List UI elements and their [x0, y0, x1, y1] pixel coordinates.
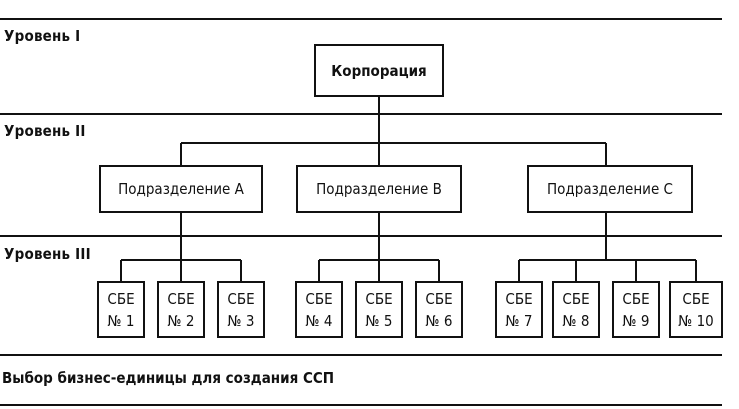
bottom-rule — [0, 404, 722, 406]
sbe-unit-label: СБЕ — [305, 289, 333, 308]
sbe-unit-number: № 5 — [365, 311, 393, 330]
division-a-box: Подразделение А — [99, 165, 263, 213]
sbe-unit-label: СБЕ — [425, 289, 453, 308]
sbe-unit-number: № 9 — [622, 311, 650, 330]
division-c-box: Подразделение С — [527, 165, 693, 213]
sbe-unit-number: № 6 — [425, 311, 453, 330]
level2-rule — [0, 113, 722, 115]
sbe-unit-8: СБЕ № 8 — [552, 281, 600, 338]
sbe-unit-label: СБЕ — [365, 289, 393, 308]
level-3-label: Уровень III — [4, 245, 91, 263]
sbe-unit-label: СБЕ — [682, 289, 710, 308]
level-2-label: Уровень II — [4, 122, 86, 140]
level-1-label: Уровень I — [4, 27, 81, 45]
sbe-unit-1: СБЕ № 1 — [97, 281, 145, 338]
sbe-unit-number: № 2 — [167, 311, 195, 330]
sbe-unit-10: СБЕ № 10 — [669, 281, 723, 338]
sbe-unit-label: СБЕ — [107, 289, 135, 308]
sbe-unit-number: № 7 — [505, 311, 533, 330]
level3-rule — [0, 235, 722, 237]
sbe-unit-3: СБЕ № 3 — [217, 281, 265, 338]
caption-rule — [0, 354, 722, 356]
sbe-unit-9: СБЕ № 9 — [612, 281, 660, 338]
sbe-unit-2: СБЕ № 2 — [157, 281, 205, 338]
sbe-unit-number: № 3 — [227, 311, 255, 330]
division-b-box: Подразделение В — [296, 165, 462, 213]
sbe-unit-label: СБЕ — [622, 289, 650, 308]
sbe-unit-number: № 1 — [107, 311, 135, 330]
sbe-unit-number: № 10 — [678, 311, 714, 330]
sbe-unit-label: СБЕ — [227, 289, 255, 308]
sbe-unit-4: СБЕ № 4 — [295, 281, 343, 338]
sbe-unit-6: СБЕ № 6 — [415, 281, 463, 338]
sbe-unit-label: СБЕ — [562, 289, 590, 308]
sbe-unit-number: № 8 — [562, 311, 590, 330]
sbe-unit-7: СБЕ № 7 — [495, 281, 543, 338]
corporation-box: Корпорация — [314, 44, 444, 97]
sbe-unit-5: СБЕ № 5 — [355, 281, 403, 338]
sbe-unit-label: СБЕ — [505, 289, 533, 308]
sbe-unit-label: СБЕ — [167, 289, 195, 308]
figure-caption: Выбор бизнес-единицы для создания ССП — [2, 369, 335, 387]
sbe-unit-number: № 4 — [305, 311, 333, 330]
top-rule — [0, 18, 722, 20]
